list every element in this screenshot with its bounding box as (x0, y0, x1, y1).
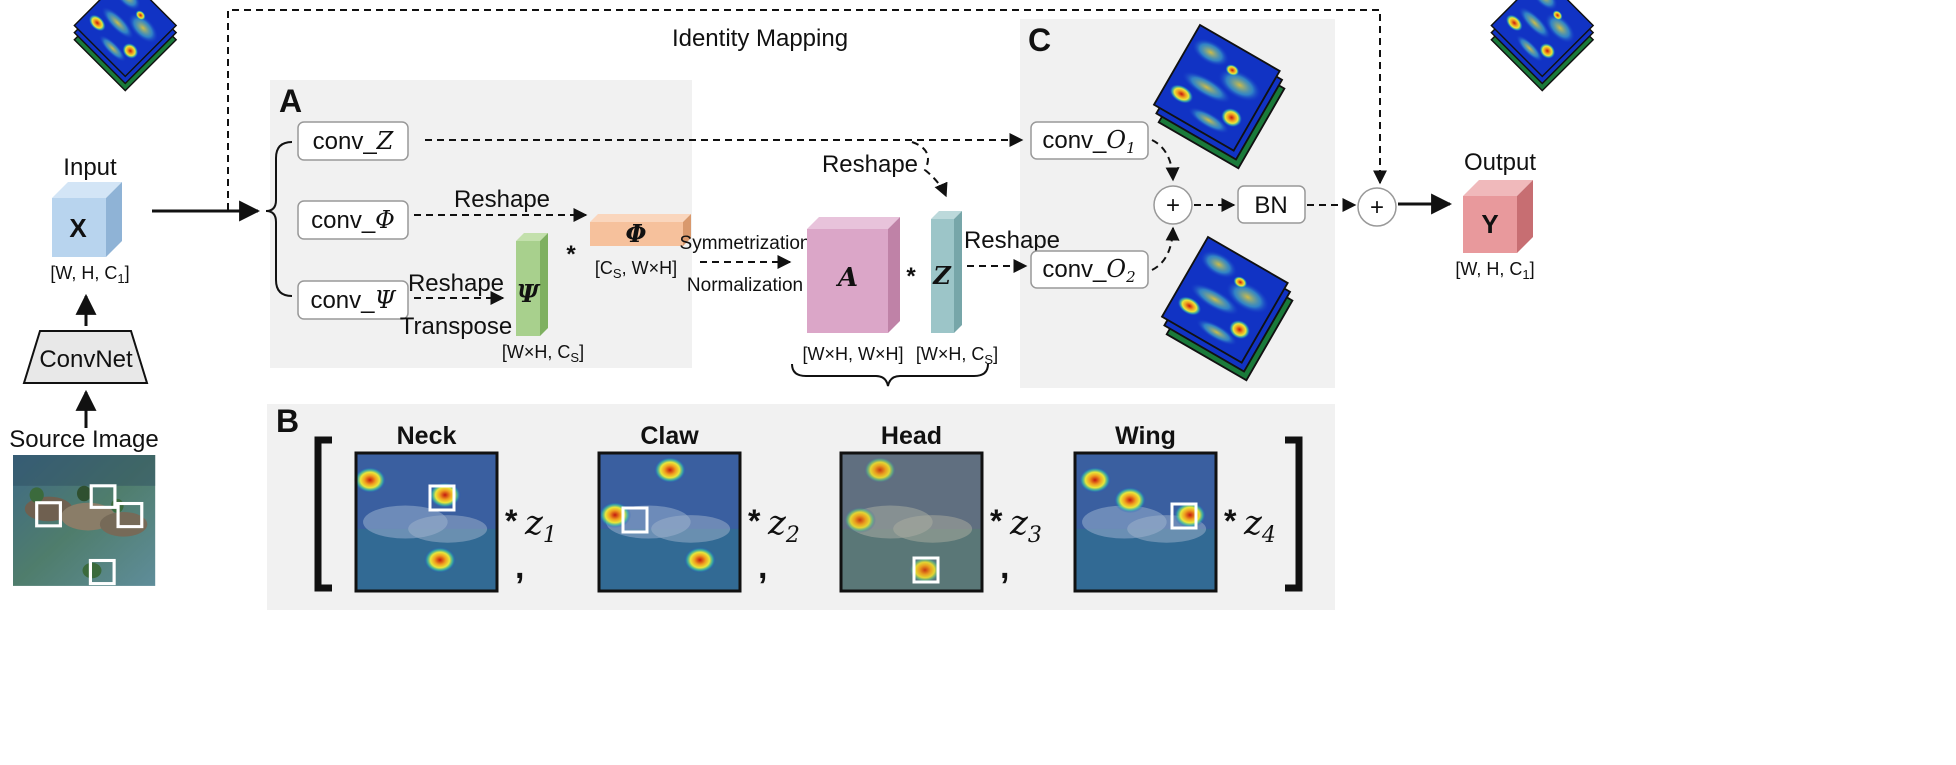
sum-node: + (1153, 185, 1193, 225)
coefficient-multiply: * (990, 503, 1003, 539)
reshape-to-z-arrow (911, 141, 948, 198)
coefficient-multiply: * (748, 503, 761, 539)
svg-text:+: + (1166, 192, 1180, 219)
bn-box: BN (1237, 185, 1306, 224)
coefficient-multiply: * (505, 503, 518, 539)
right-bracket (1285, 436, 1303, 592)
coefficient-z: z1 (524, 503, 557, 548)
panel-b-letter: B (276, 403, 299, 439)
psi-block: Ψ (516, 233, 548, 336)
convnet-block (22, 330, 149, 384)
conv-o2-box: conv_O2 (1030, 250, 1149, 289)
branch-brace (265, 141, 293, 297)
coefficient-z: z3 (1009, 503, 1042, 548)
svg-text:Φ: Φ (626, 219, 647, 248)
attention-map-title: Claw (640, 422, 699, 450)
conv-z-box: conv_Z (297, 121, 409, 161)
convnet-label: ConvNet (39, 346, 133, 373)
reshape-psi-label: Reshape (408, 270, 504, 297)
input-label: Input (63, 154, 117, 181)
source-image (13, 455, 156, 586)
a-z-multiply: * (906, 263, 916, 290)
input-shape-label: [W, H, C1] (50, 263, 129, 286)
svg-text:Z: Z (932, 261, 952, 290)
output-shape-label: [W, H, C1] (1455, 259, 1534, 282)
attention-map-neck: Neck *z1, (354, 422, 557, 593)
svg-text:conv_Φ: conv_Φ (311, 206, 395, 234)
svg-text:conv_Z: conv_Z (313, 127, 395, 155)
a-shape-label: [W×H, W×H] (802, 344, 903, 364)
attention-map-head: Head *z3, (839, 422, 1042, 593)
conv-o1-box: conv_O1 (1030, 121, 1149, 160)
attention-map-claw: Claw *z2, (597, 422, 800, 593)
svg-text:conv_O1: conv_O1 (1042, 126, 1135, 157)
o1-to-plus-arrow (1151, 139, 1180, 182)
separator-comma: , (515, 548, 524, 586)
attention-map-title: Wing (1115, 422, 1176, 450)
output-sum-node: + (1357, 187, 1397, 227)
left-bracket (314, 436, 332, 592)
output-feature-maps (1484, 0, 1600, 91)
z-block: Z (931, 211, 962, 333)
reshape-phi-label: Reshape (454, 186, 550, 213)
attention-map-title: Head (881, 422, 942, 450)
source-image-label: Source Image (9, 426, 158, 453)
attention-maps: Neck*z1,Claw*z2,Head*z3,Wing*z4 (354, 422, 1276, 593)
separator-comma: , (1000, 548, 1009, 586)
attention-map-title: Neck (397, 422, 457, 450)
coefficient-multiply: * (1224, 503, 1237, 539)
conv-psi-box: conv_Ψ (297, 280, 409, 320)
phi-block: Φ (590, 214, 691, 248)
o2-to-plus-arrow (1151, 226, 1180, 271)
coefficient-z: z4 (1243, 503, 1276, 548)
separator-comma: , (758, 548, 767, 586)
phi-shape-label: [CS, W×H] (595, 258, 677, 281)
identity-mapping-arrow (227, 9, 1387, 210)
psi-shape-label: [W×H, CS] (502, 342, 584, 365)
output-label: Output (1464, 149, 1536, 176)
input-feature-maps (67, 0, 183, 91)
normalization-label: Normalization (687, 275, 803, 296)
svg-text:conv_Ψ: conv_Ψ (310, 286, 396, 314)
attention-map-wing: Wing *z4 (1073, 422, 1276, 593)
az-brace (791, 363, 989, 387)
x-block: X (52, 182, 122, 257)
y-block: Y (1463, 180, 1533, 253)
svg-text:+: + (1370, 194, 1384, 221)
svg-text:A: A (835, 263, 858, 293)
identity-mapping-label: Identity Mapping (672, 25, 848, 52)
transpose-label: Transpose (400, 313, 513, 340)
panel-a-letter: A (279, 83, 302, 119)
reshape-top-label: Reshape (822, 151, 918, 178)
phi-psi-multiply: * (566, 241, 576, 268)
x-block-label: X (69, 213, 87, 243)
conv-phi-box: conv_Φ (297, 200, 409, 240)
panel-c-letter: C (1028, 22, 1051, 58)
svg-text:Ψ: Ψ (517, 279, 541, 308)
coefficient-z: z2 (767, 503, 800, 548)
a-block: A (807, 217, 900, 333)
symmetrization-label: Symmetrization (680, 233, 811, 254)
svg-text:BN: BN (1254, 192, 1287, 219)
y-block-label: Y (1481, 209, 1498, 239)
reshape-right-label: Reshape (964, 227, 1060, 254)
svg-text:conv_O2: conv_O2 (1042, 255, 1135, 286)
z-shape-label: [W×H, CS] (916, 344, 998, 367)
